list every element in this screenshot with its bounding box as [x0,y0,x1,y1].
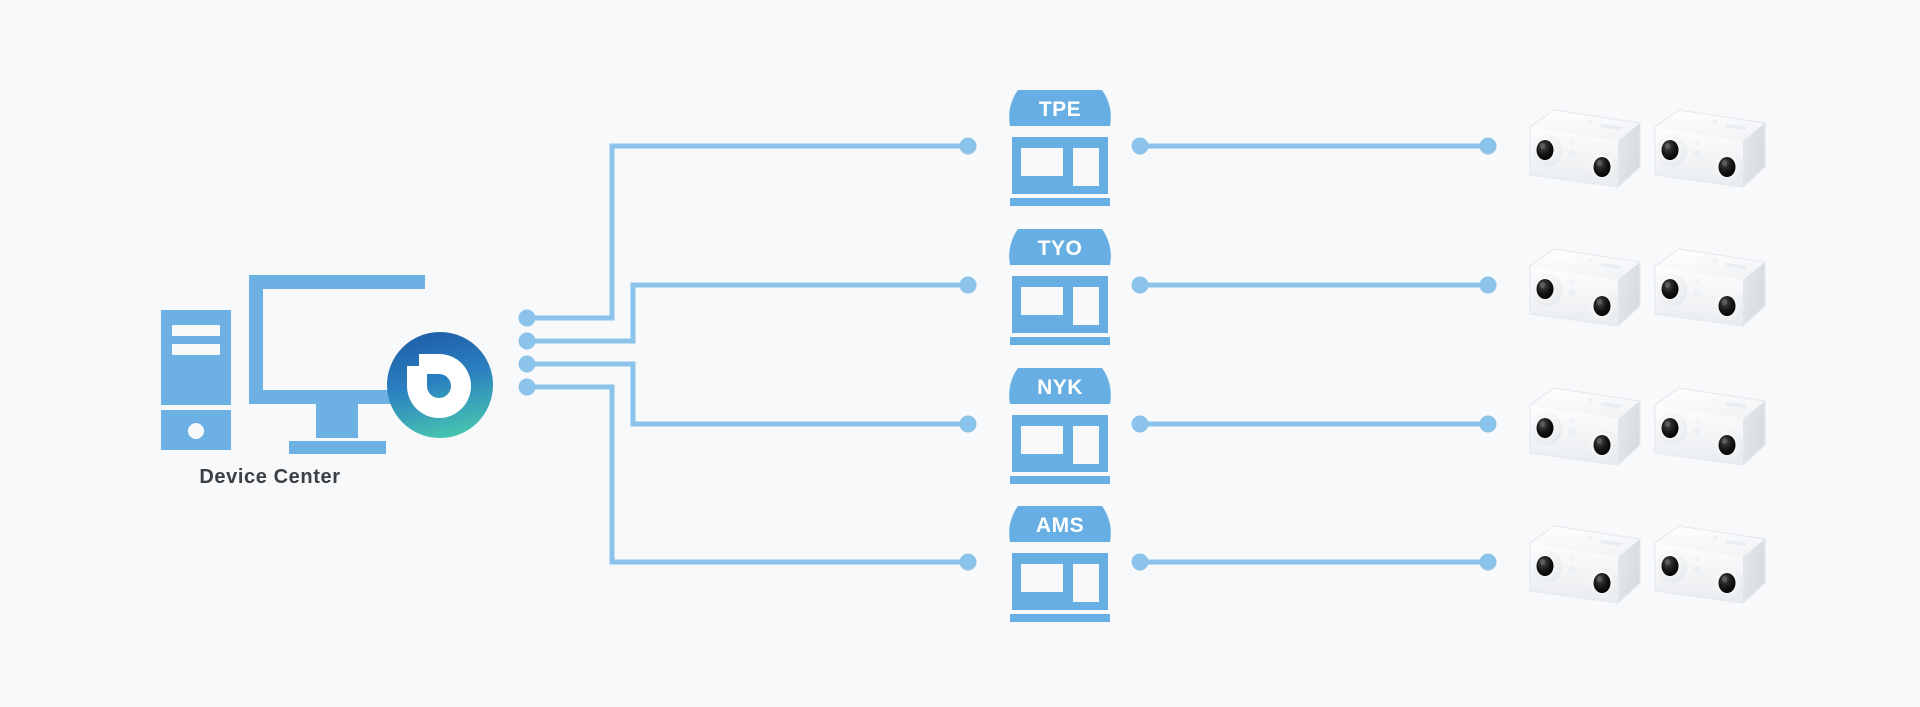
monitor-icon [249,275,425,454]
store-node-nyk[interactable]: NYK [1009,368,1111,484]
link-hub-to-tpe [527,143,968,321]
stereo-camera-device[interactable] [1654,248,1766,327]
store-outlet-dot-tpe [1131,137,1149,155]
hub-port-dot-2[interactable] [518,332,536,350]
stereo-camera-device[interactable] [1529,248,1641,327]
storefront-icon [1009,229,1111,345]
stereo-camera-device[interactable] [1654,387,1766,466]
pc-tower-icon [161,310,231,450]
store-inlet-dot-tyo [959,276,977,294]
link-hub-to-tyo [527,282,968,344]
store-outlet-dot-ams [1131,553,1149,571]
store-node-tpe[interactable]: TPE [1009,90,1111,206]
store-outlet-dot-nyk [1131,415,1149,433]
hub-port-dot-1[interactable] [518,309,536,327]
camera-inlet-dot-tpe [1479,137,1497,155]
device-center-label: Device Center [199,466,341,488]
store-outlet-dot-tyo [1131,276,1149,294]
storefront-icon [1009,368,1111,484]
store-node-tyo[interactable]: TYO [1009,229,1111,345]
camera-group-nyk [1529,387,1766,466]
stereo-camera-device[interactable] [1529,387,1641,466]
store-code-label: NYK [1037,376,1083,399]
camera-inlet-dot-tyo [1479,276,1497,294]
stereo-camera-device[interactable] [1654,525,1766,604]
link-hub-to-ams [527,384,968,565]
hub-port-dot-4[interactable] [518,378,536,396]
camera-inlet-dot-nyk [1479,415,1497,433]
storefront-icon [1009,90,1111,206]
store-code-label: TPE [1039,98,1081,121]
store-node-ams[interactable]: AMS [1009,506,1111,622]
camera-group-ams [1529,525,1766,604]
brand-logo-icon[interactable] [387,332,493,438]
stereo-camera-device[interactable] [1529,525,1641,604]
stereo-camera-device[interactable] [1654,109,1766,188]
store-code-label: AMS [1036,514,1084,537]
store-inlet-dot-nyk [959,415,977,433]
link-hub-to-nyk [527,361,968,427]
camera-group-tpe [1529,109,1766,188]
storefront-icon [1009,506,1111,622]
camera-inlet-dot-ams [1479,553,1497,571]
hub-port-dot-3[interactable] [518,355,536,373]
camera-group-tyo [1529,248,1766,327]
store-inlet-dot-tpe [959,137,977,155]
stereo-camera-device[interactable] [1529,109,1641,188]
store-code-label: TYO [1038,237,1083,260]
store-inlet-dot-ams [959,553,977,571]
